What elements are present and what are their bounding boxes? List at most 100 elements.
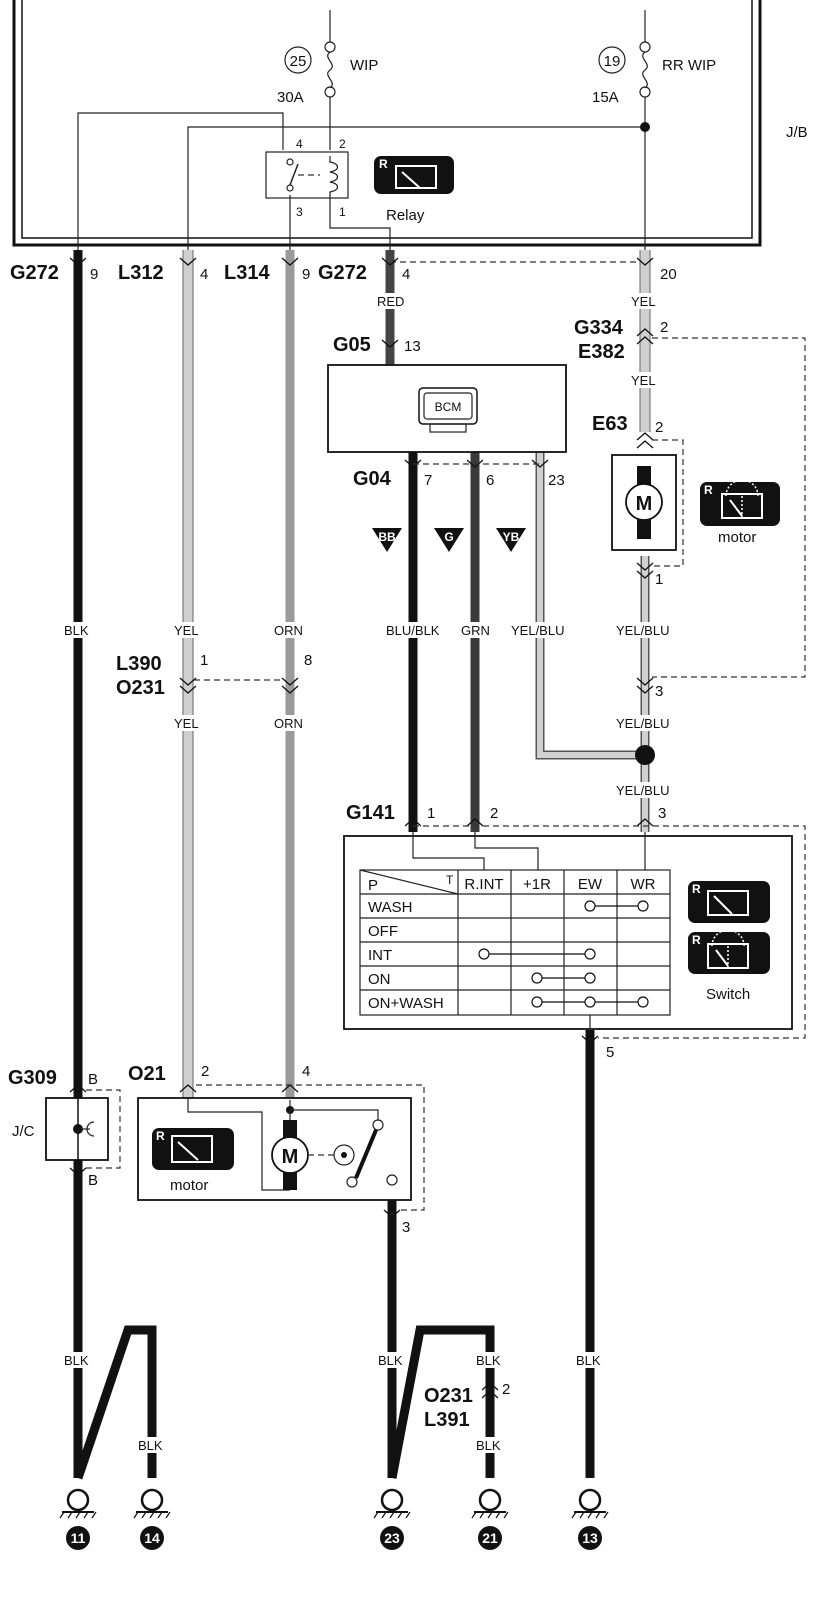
switch-header: +1R [523, 876, 551, 893]
connector-pin: 9 [90, 266, 98, 283]
junction-box: J/B [12, 0, 808, 247]
switch-row: OFF [368, 923, 398, 940]
bcm-label: BCM [435, 400, 462, 414]
connector-pin: 20 [660, 266, 677, 283]
wire-label: RED [377, 294, 404, 309]
ground-number: 13 [582, 1530, 598, 1546]
wire-blk-ground-21 [387, 1325, 495, 1479]
connector-id: O231 [116, 677, 165, 699]
fuse-name: RR WIP [662, 57, 716, 74]
connector-id: G334 [574, 317, 624, 339]
wire-label: YEL/BLU [511, 623, 564, 638]
connector-id: G05 [333, 334, 371, 356]
connector-id: G309 [8, 1067, 57, 1089]
switch-row: WASH [368, 899, 412, 916]
wire-label: YEL [631, 373, 656, 388]
connector-id: L390 [116, 653, 162, 675]
switch-header: EW [578, 876, 603, 893]
relay-pin: 4 [296, 137, 303, 151]
relay-pin: 3 [296, 205, 303, 219]
wire-label: YEL [174, 623, 199, 638]
connector-pin: 3 [402, 1219, 410, 1236]
signal-flags: BB G YB [372, 528, 526, 552]
ground-icon: 23 [373, 1488, 411, 1550]
switch-header: WR [631, 876, 656, 893]
wire-labels: RED YEL YEL BLK YEL ORN BLU/BLK GRN YEL/… [62, 293, 674, 1453]
ground-icon: 14 [133, 1488, 171, 1550]
badge-r: R [704, 483, 713, 497]
connector-id: O231 [424, 1385, 473, 1407]
ground-points: 11 14 23 21 13 [59, 1488, 609, 1550]
wire-label: YEL [631, 294, 656, 309]
connector-pin: B [88, 1071, 98, 1088]
jb-label: J/B [786, 124, 808, 141]
ground-icon: 11 [59, 1488, 97, 1550]
fuse-rating: 15A [592, 89, 619, 106]
wire-label: BLK [476, 1438, 501, 1453]
connector-id: L391 [424, 1409, 470, 1431]
connector-pin: 3 [655, 683, 663, 700]
connector-pin: 23 [548, 472, 565, 489]
connector-pin: 13 [404, 338, 421, 355]
connector-pin: 3 [658, 805, 666, 822]
connector-pin: 1 [200, 652, 208, 669]
connector-pin: 6 [486, 472, 494, 489]
wire-yel-blu-bcm [537, 452, 645, 758]
ground-number: 23 [384, 1530, 400, 1546]
connector-pin: 2 [490, 805, 498, 822]
wire-label: BLK [64, 623, 89, 638]
bottom-connector: O231 L391 2 [424, 1381, 510, 1431]
connector-pin: 2 [502, 1381, 510, 1398]
mid-connector: L390 O231 1 8 [116, 652, 312, 699]
connector-pin: 5 [606, 1044, 614, 1061]
switch-label: Switch [706, 986, 750, 1003]
relay-pin: 2 [339, 137, 346, 151]
relay: 4 2 3 1 R Relay [265, 137, 454, 224]
relay-label: Relay [386, 207, 425, 224]
joint-connector: G309 B J/C B [8, 1067, 121, 1189]
connector-pin: 4 [200, 266, 208, 283]
wire-label: BLK [64, 1353, 89, 1368]
connector-pin: 2 [201, 1063, 209, 1080]
connector-pin: 1 [427, 805, 435, 822]
flag-label: BB [378, 530, 396, 544]
ground-icon: 21 [471, 1488, 509, 1550]
wire-label: BLK [476, 1353, 501, 1368]
connector-pin: B [88, 1172, 98, 1189]
motor-label: motor [170, 1177, 208, 1194]
connector-pin: 4 [302, 1063, 310, 1080]
connector-pin: 9 [302, 266, 310, 283]
fuse-rr-wip: 19 RR WIP 15A [592, 10, 716, 250]
flag-label: YB [503, 530, 520, 544]
wire-label: BLK [138, 1438, 163, 1453]
connector-id: E382 [578, 341, 625, 363]
connector-id: G141 [346, 802, 395, 824]
connector-id: G272 [318, 262, 367, 284]
connector-id: L312 [118, 262, 164, 284]
connector-id: G272 [10, 262, 59, 284]
connector-pin: 4 [402, 266, 410, 283]
connector-id: E63 [592, 413, 628, 435]
wire-label: BLK [576, 1353, 601, 1368]
connector-chevrons [69, 257, 654, 1399]
motor-letter: M [282, 1146, 299, 1168]
connector-id: O21 [128, 1063, 166, 1085]
wire-label: GRN [461, 623, 490, 638]
switch-row: INT [368, 947, 392, 964]
ground-number: 11 [71, 1530, 86, 1546]
connector-pin: 1 [655, 571, 663, 588]
wires [73, 250, 655, 1480]
top-connectors: G272 9 L312 4 L314 9 G272 4 20 [10, 261, 677, 284]
ground-number: 21 [482, 1530, 498, 1546]
wire-label: BLU/BLK [386, 623, 440, 638]
jb-internal-wiring [77, 112, 650, 250]
fuse-name: WIP [350, 57, 378, 74]
switch-row: ON+WASH [368, 995, 444, 1012]
badge-r: R [692, 933, 701, 947]
switch-header: T [446, 873, 454, 887]
connector-pin: 2 [655, 419, 663, 436]
wiper-switch: G141 1 2 3 P T R.INT +1R EW WR WASH OFF [343, 802, 806, 1061]
connector-id: G04 [353, 468, 392, 490]
wire-label: YEL/BLU [616, 716, 669, 731]
